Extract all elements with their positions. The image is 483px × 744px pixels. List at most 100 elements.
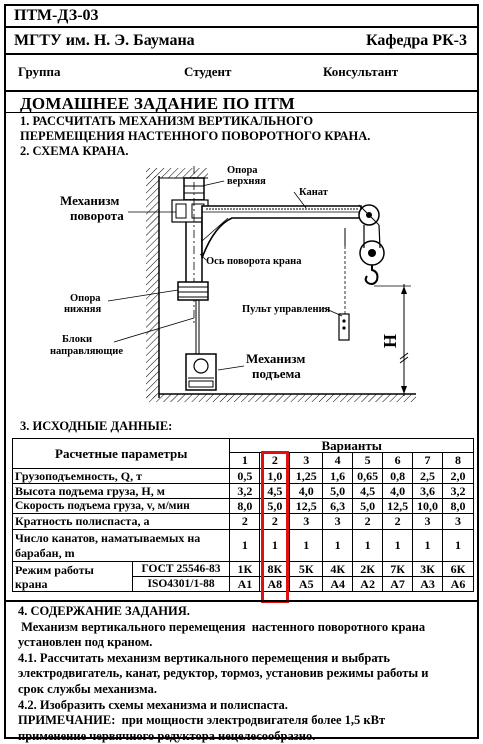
cell: А1	[229, 576, 261, 592]
cell: А4	[322, 576, 354, 592]
label-upper-support-2: верхняя	[227, 176, 266, 187]
wall-hatch	[146, 176, 159, 398]
cell: 5,0	[322, 483, 354, 499]
label-rotation-mechanism-2: поворота	[70, 208, 124, 223]
cell: 0,65	[352, 468, 384, 484]
cell: 2,5	[412, 468, 443, 484]
table-row: Высота подъема груза, H, м 3,2 4,5 4,0 5…	[11, 483, 474, 499]
label-blocks-2: направляющие	[50, 346, 123, 357]
variant-5: 5	[352, 452, 384, 469]
row-label-mode-line-1: Режим работы	[15, 562, 94, 577]
hook	[364, 265, 379, 285]
label-rotation-mechanism-1: Механизм	[60, 193, 119, 208]
label-upper-support-1: Опора	[227, 165, 258, 176]
label-lower-support-2: нижняя	[64, 304, 101, 315]
table-row: Режим работы крана ГОСТ 25546-83 1К 8К 5…	[12, 561, 474, 592]
cell: 1	[352, 529, 384, 562]
cell: 1	[442, 529, 474, 562]
cell: 3,2	[229, 483, 261, 499]
student-label: Студент	[184, 64, 232, 79]
content-p3: 4.2. Изобразить схемы механизма и полисп…	[18, 697, 288, 712]
group-label: Группа	[18, 64, 61, 79]
content-p1-line-2: установлен под краном.	[18, 635, 153, 650]
content-p2-line-1: 4.1. Рассчитать механизм вертикального п…	[18, 650, 391, 665]
cell: 0,8	[382, 468, 414, 484]
document-code: ПТМ-ДЗ-03	[14, 7, 99, 24]
university-name: МГТУ им. Н. Э. Баумана	[14, 32, 195, 49]
parameters-table: Расчетные параметры Варианты 1 2 3 4 5 6…	[11, 438, 474, 592]
cell: 2	[382, 513, 414, 530]
variant-8: 8	[442, 452, 474, 469]
cell: 1,25	[289, 468, 324, 484]
cell: 7К	[382, 561, 414, 577]
cell: 5К	[289, 561, 324, 577]
variant-2-highlight	[261, 451, 289, 603]
row-label-multiplicity: Кратность полиспаста, а	[11, 513, 231, 530]
floor-hatch	[146, 394, 416, 402]
university-row: МГТУ им. Н. Э. Баумана Кафедра РК-3	[6, 28, 477, 55]
cell: 1К	[229, 561, 261, 577]
variant-3: 3	[289, 452, 324, 469]
consultant-label: Консультант	[323, 64, 399, 79]
cell: 1	[229, 529, 261, 562]
content-p1-line-1: Механизм вертикального перемещения насте…	[18, 619, 426, 634]
row-label-ropes-line-1: Число канатов, наматываемых на	[15, 530, 201, 545]
content-p2-line-2: электродвигатель, канат, редуктор, тормо…	[18, 666, 429, 681]
cell: 0,5	[229, 468, 261, 484]
cell: 1	[289, 529, 324, 562]
height-label: H	[380, 334, 400, 348]
cell: 1	[382, 529, 414, 562]
assignment-sheet: ПТМ-ДЗ-03 МГТУ им. Н. Э. Баумана Кафедра…	[4, 4, 479, 743]
label-blocks-1: Блоки	[62, 334, 92, 345]
cell: 8,0	[442, 498, 474, 514]
cell: 8,0	[229, 498, 261, 514]
content-p2-line-3: срок службы механизма.	[18, 681, 157, 696]
cell: 6К	[442, 561, 474, 577]
signature-row: Группа Студент Консультант	[6, 55, 477, 92]
cell: 3	[412, 513, 443, 530]
table-bottom-line	[6, 600, 477, 602]
table-row: Число канатов, наматываемых на барабан, …	[11, 529, 474, 562]
cell: 2	[229, 513, 261, 530]
cell: 2К	[352, 561, 384, 577]
task-item-2: 2. СХЕМА КРАНА.	[20, 144, 129, 158]
label-lifting-mechanism-2: подъема	[252, 366, 301, 381]
cell: 1	[412, 529, 443, 562]
variant-7: 7	[412, 452, 443, 469]
cell: 10,0	[412, 498, 443, 514]
cell: 6,3	[322, 498, 354, 514]
label-axis: Ось поворота крана	[206, 256, 302, 267]
initial-data-title: 3. ИСХОДНЫЕ ДАННЫЕ:	[20, 419, 173, 433]
cell: А6	[442, 576, 474, 592]
cell: 1	[322, 529, 354, 562]
cell: А7	[382, 576, 414, 592]
task-item-1-line-1: 1. РАССЧИТАТЬ МЕХАНИЗМ ВЕРТИКАЛЬНОГО	[20, 114, 314, 128]
cell: 3К	[412, 561, 443, 577]
row-label-capacity: Грузоподъемность, Q, т	[11, 468, 231, 484]
cell: 2	[352, 513, 384, 530]
table-row: ISO4301/1-88 А1 А8 А5 А4 А2 А7 А3 А6	[13, 576, 474, 592]
cell: 5,0	[352, 498, 384, 514]
cell: 12,5	[289, 498, 324, 514]
cell: 3	[289, 513, 324, 530]
page-title: ДОМАШНЕЕ ЗАДАНИЕ ПО ПТМ	[20, 94, 295, 113]
cell: 4,0	[382, 483, 414, 499]
variant-6: 6	[382, 452, 414, 469]
content-note-line-1: ПРИМЕЧАНИЕ: при мощности электродвигател…	[18, 713, 386, 728]
table-row: Грузоподъемность, Q, т 0,5 1,0 1,25 1,6 …	[11, 468, 474, 484]
label-rope: Канат	[299, 187, 329, 198]
cell: 3,6	[412, 483, 443, 499]
crane-boom	[201, 205, 362, 259]
cell: 4,0	[289, 483, 324, 499]
label-lifting-mechanism-1: Механизм	[246, 351, 305, 366]
cell: А2	[352, 576, 384, 592]
variant-4: 4	[322, 452, 354, 469]
row-label-ropes-line-2: барабан, m	[15, 545, 75, 560]
cell: 8К	[259, 561, 291, 577]
label-control: Пульт управления	[242, 304, 331, 315]
label-lower-support-1: Опора	[70, 293, 101, 304]
cell: А5	[289, 576, 324, 592]
cell: 4К	[322, 561, 354, 577]
cell: 3,2	[442, 483, 474, 499]
cell: А8	[259, 576, 291, 592]
